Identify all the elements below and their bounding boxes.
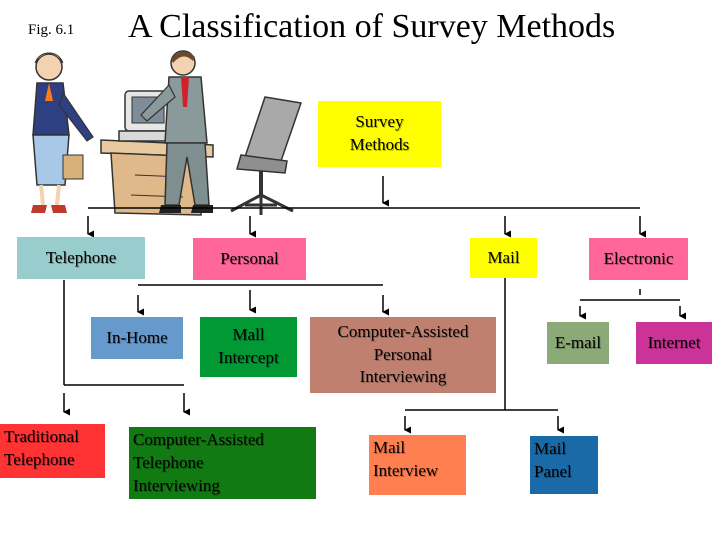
mail-panel-line-1: Mail — [534, 439, 567, 458]
mail-interview-line-1: Mail — [373, 438, 406, 457]
mail-label: Mail — [487, 247, 520, 267]
internet-node: Internet — [636, 322, 712, 364]
personal-label: Personal — [220, 248, 279, 268]
businessman-figure — [140, 50, 213, 213]
cati-line-2: Telephone — [133, 452, 204, 472]
electronic-node: Electronic — [589, 238, 688, 280]
office-clipart-image — [31, 50, 302, 216]
mall-intercept-line-1: Mall — [232, 325, 265, 345]
capi-line-3: Interviewing — [359, 367, 447, 387]
email-label: E-mail — [554, 332, 602, 352]
telephone-node: Telephone — [17, 237, 145, 279]
mall-intercept-line-2: Intercept — [218, 348, 279, 367]
survey-methods-line-1: Survey — [355, 112, 404, 132]
survey-methods-line-2: Methods — [349, 135, 410, 154]
traditional-telephone-line-1: Traditional — [4, 427, 79, 446]
capi-line-1: Computer-Assisted — [337, 321, 469, 341]
personal-node: Personal — [193, 238, 306, 280]
in-home-label: In-Home — [106, 327, 168, 347]
office-chair-shape — [230, 96, 302, 215]
capi-line-2: Personal — [373, 344, 433, 364]
cati-line-3: Interviewing — [133, 475, 220, 495]
mail-interview-line-2: Interview — [373, 460, 439, 480]
internet-label: Internet — [647, 332, 701, 352]
businesswoman-figure — [31, 52, 94, 213]
in-home-node: In-Home — [91, 317, 183, 359]
traditional-telephone-line-2: Telephone — [4, 449, 75, 469]
mail-node: Mail — [470, 238, 537, 278]
mail-panel-line-2: Panel — [534, 461, 572, 481]
email-node: E-mail — [547, 322, 609, 364]
diagram-title: A Classification of Survey Methods — [128, 8, 616, 45]
electronic-label: Electronic — [603, 248, 674, 268]
cati-line-1: Computer-Assisted — [133, 430, 264, 449]
telephone-label: Telephone — [45, 247, 117, 267]
figure-label: Fig. 6.1 — [28, 22, 75, 38]
